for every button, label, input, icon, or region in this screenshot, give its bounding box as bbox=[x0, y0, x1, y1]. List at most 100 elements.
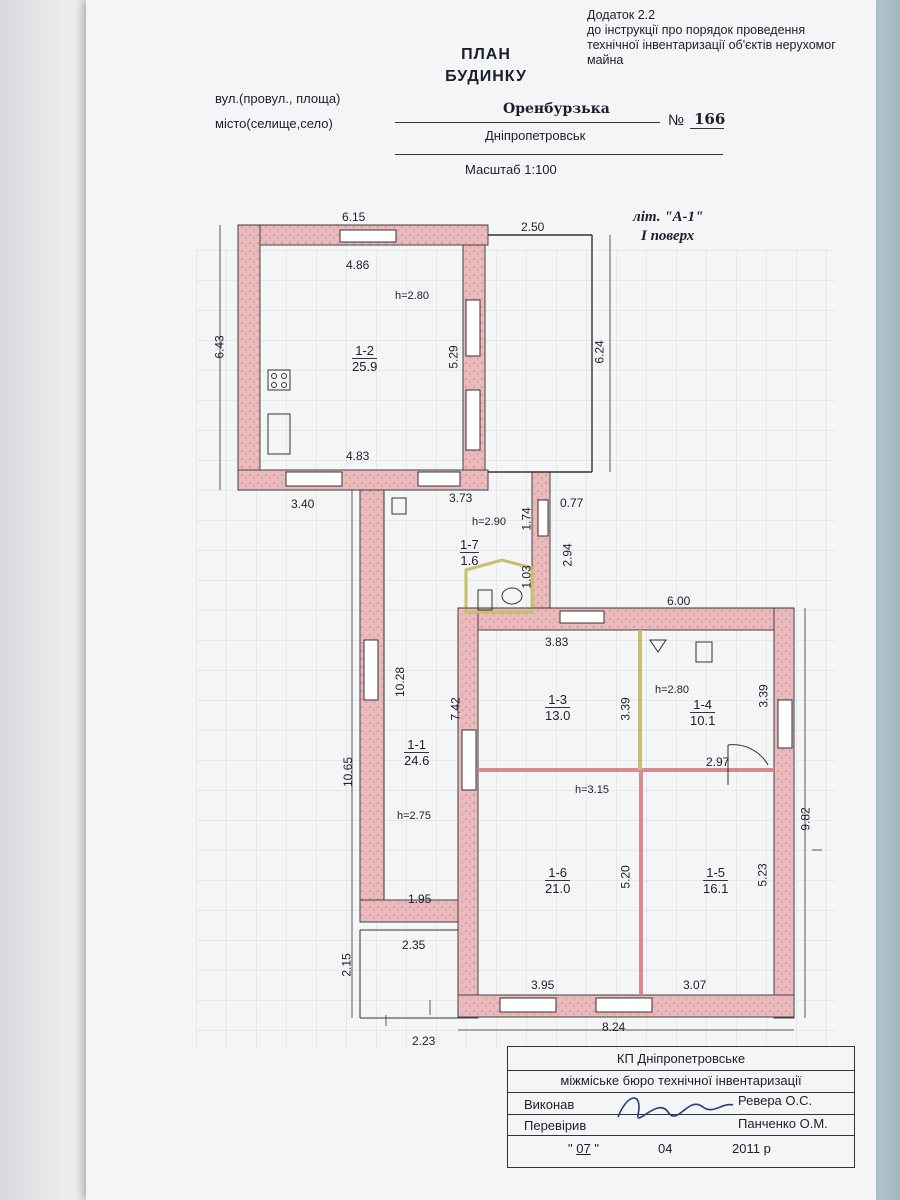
lit-label: літ. "А-1" I поверх bbox=[633, 208, 703, 246]
boiler-icon bbox=[391, 497, 407, 515]
room-id: 1-3 bbox=[545, 692, 571, 708]
room-label-1-3: 1-3 13.0 bbox=[545, 692, 571, 723]
signature-mark bbox=[617, 1097, 734, 1119]
wall-west-main bbox=[457, 607, 479, 1019]
executed-name: Ревера О.С. bbox=[738, 1093, 813, 1108]
dimension-label: 1.95 bbox=[408, 892, 432, 906]
title-line: БУДИНКУ bbox=[445, 68, 527, 85]
number-label: № bbox=[668, 112, 685, 129]
city-value: Дніпропетровськ bbox=[485, 128, 586, 143]
number-underline bbox=[690, 128, 724, 129]
room-label-1-5: 1-5 16.1 bbox=[703, 865, 729, 896]
row-divider bbox=[508, 1135, 854, 1136]
bath-icon bbox=[477, 589, 493, 611]
row-divider bbox=[508, 1114, 854, 1115]
room-area: 10.1 bbox=[690, 713, 716, 728]
floor-label: I поверх bbox=[641, 228, 695, 244]
dimension-label: 9.82 bbox=[798, 807, 813, 831]
shower-icon bbox=[649, 639, 667, 653]
dimension-label: 3.40 bbox=[291, 497, 315, 511]
room-id: 1-6 bbox=[545, 865, 571, 881]
height-label: h=3.15 bbox=[575, 784, 609, 796]
windows bbox=[285, 229, 793, 1013]
room-label-1-7: 1-7 1.6 bbox=[460, 537, 479, 568]
dimension-label: 3.73 bbox=[449, 491, 473, 505]
dimension-label: 2.15 bbox=[339, 953, 354, 977]
dimension-label: 2.97 bbox=[706, 755, 730, 769]
title-line: ПЛАН bbox=[461, 46, 511, 63]
room-id: 1-4 bbox=[690, 697, 716, 713]
dimension-label: 6.43 bbox=[212, 335, 227, 359]
door-swing bbox=[727, 744, 769, 766]
room-label-1-1: 1-1 24.6 bbox=[404, 737, 430, 768]
date-year: 2011 р bbox=[732, 1141, 771, 1156]
dimension-label: 4.86 bbox=[346, 258, 370, 272]
city-label: місто(селище,село) bbox=[215, 116, 333, 131]
dimension-label: 2.50 bbox=[521, 220, 545, 234]
wall-east-main bbox=[773, 607, 795, 1019]
appendix-note: Додаток 2.2 до інструкції про порядок пр… bbox=[587, 8, 887, 68]
wc-icon bbox=[695, 641, 713, 663]
dimension-label: 4.83 bbox=[346, 449, 370, 463]
room-area: 21.0 bbox=[545, 881, 571, 896]
dimension-label: 1.74 bbox=[519, 507, 534, 531]
wall-west-kitchen bbox=[237, 224, 261, 491]
checked-label: Перевірив bbox=[524, 1118, 587, 1133]
street-underline bbox=[395, 122, 660, 123]
dimension-label: 2.94 bbox=[560, 543, 575, 567]
dimension-label: 5.20 bbox=[618, 865, 633, 889]
date-day: " 07 " bbox=[568, 1141, 599, 1156]
sink-icon bbox=[267, 413, 291, 455]
number-value: 166 bbox=[694, 110, 726, 128]
dimension-label: 3.39 bbox=[756, 684, 771, 708]
dimension-label: 3.39 bbox=[618, 697, 633, 721]
partitions bbox=[359, 234, 774, 1019]
appendix-line: Додаток 2.2 bbox=[587, 8, 656, 22]
appendix-line: технічної інвентаризації об'єктів нерухо… bbox=[587, 38, 836, 52]
dimension-label: 7.42 bbox=[448, 697, 463, 721]
dimension-label: 6.00 bbox=[667, 594, 691, 608]
dimension-label: 8.24 bbox=[602, 1020, 626, 1034]
dimension-label: 5.23 bbox=[755, 863, 770, 887]
wall-west-corridor bbox=[359, 489, 385, 916]
dimension-lines bbox=[219, 224, 822, 1031]
wall-south-corridor bbox=[359, 899, 459, 923]
height-label: h=2.75 bbox=[397, 810, 431, 822]
checked-name: Панченко О.М. bbox=[738, 1116, 828, 1131]
dimension-label: 3.83 bbox=[545, 635, 569, 649]
height-label: h=2.80 bbox=[655, 684, 689, 696]
appendix-line: майна bbox=[587, 53, 624, 67]
dimension-label: 10.28 bbox=[393, 666, 408, 698]
city-underline bbox=[395, 154, 723, 155]
room-label-1-2: 1-2 25.9 bbox=[352, 343, 378, 374]
dimension-label: 2.23 bbox=[412, 1034, 436, 1048]
row-divider bbox=[508, 1070, 854, 1071]
scale-label: Масштаб 1:100 bbox=[465, 162, 557, 177]
room-id: 1-5 bbox=[703, 865, 729, 881]
stove-icon bbox=[267, 369, 291, 391]
dimension-label: 0.77 bbox=[560, 496, 584, 510]
row-divider bbox=[508, 1092, 854, 1093]
room-id: 1-1 bbox=[404, 737, 430, 753]
dimension-label: 10.65 bbox=[341, 756, 356, 788]
room-area: 24.6 bbox=[404, 753, 430, 768]
date-day-value: 07 bbox=[576, 1141, 591, 1156]
room-area: 16.1 bbox=[703, 881, 729, 896]
dimension-label: 6.15 bbox=[342, 210, 366, 224]
dimension-label: 2.35 bbox=[402, 938, 426, 952]
street-value: Оренбурзька bbox=[503, 101, 610, 117]
room-id: 1-7 bbox=[460, 537, 479, 553]
fixtures bbox=[267, 369, 769, 785]
org-name: КП Дніпропетровське bbox=[616, 1051, 746, 1066]
toilet-icon bbox=[501, 587, 523, 605]
street-label: вул.(провул., площа) bbox=[215, 91, 341, 106]
lit-letter: літ. "А-1" bbox=[633, 209, 704, 225]
dimension-label: 3.07 bbox=[683, 978, 707, 992]
appendix-line: до інструкції про порядок проведення bbox=[587, 23, 806, 37]
walls bbox=[237, 224, 795, 1019]
room-id: 1-2 bbox=[352, 343, 378, 359]
dimension-label: 6.24 bbox=[592, 340, 607, 364]
room-area: 13.0 bbox=[545, 708, 571, 723]
title-block: КП Дніпропетровське міжміське бюро техні… bbox=[507, 1046, 855, 1168]
